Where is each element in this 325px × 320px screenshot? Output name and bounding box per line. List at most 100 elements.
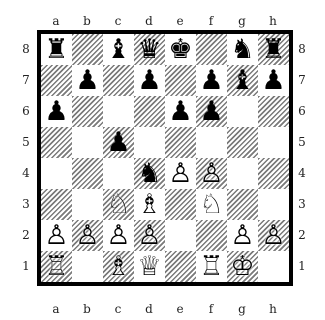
white-pawn-piece[interactable]: ♙ xyxy=(72,220,103,251)
square-g5[interactable] xyxy=(227,127,258,158)
black-rook-piece[interactable]: ♜ xyxy=(41,34,72,65)
white-bishop-piece[interactable]: ♗ xyxy=(103,251,134,282)
square-e1[interactable] xyxy=(165,251,196,282)
black-pawn-piece[interactable]: ♟ xyxy=(103,127,134,158)
square-a4[interactable] xyxy=(41,158,72,189)
square-h8[interactable]: ♜ xyxy=(258,34,289,65)
square-d4[interactable]: ♞ xyxy=(134,158,165,189)
square-h2[interactable]: ♙ xyxy=(258,220,289,251)
white-pawn-piece[interactable]: ♙ xyxy=(165,158,196,189)
black-king-piece[interactable]: ♚ xyxy=(165,34,196,65)
square-a5[interactable] xyxy=(41,127,72,158)
square-d2[interactable]: ♙ xyxy=(134,220,165,251)
square-f8[interactable] xyxy=(196,34,227,65)
white-knight-piece[interactable]: ♘ xyxy=(103,189,134,220)
white-queen-piece[interactable]: ♕ xyxy=(134,251,165,282)
square-a6[interactable]: ♟ xyxy=(41,96,72,127)
square-f1[interactable]: ♖ xyxy=(196,251,227,282)
white-pawn-piece[interactable]: ♙ xyxy=(196,158,227,189)
black-queen-piece[interactable]: ♛ xyxy=(134,34,165,65)
square-g4[interactable] xyxy=(227,158,258,189)
square-f2[interactable] xyxy=(196,220,227,251)
black-pawn-piece[interactable]: ♟ xyxy=(258,65,289,96)
white-pawn-piece[interactable]: ♙ xyxy=(227,220,258,251)
square-h6[interactable] xyxy=(258,96,289,127)
square-a7[interactable] xyxy=(41,65,72,96)
square-c2[interactable]: ♙ xyxy=(103,220,134,251)
black-pawn-piece[interactable]: ♟ xyxy=(165,96,196,127)
square-c3[interactable]: ♘ xyxy=(103,189,134,220)
square-g6[interactable] xyxy=(227,96,258,127)
file-label-h-top: h xyxy=(258,14,288,28)
square-c1[interactable]: ♗ xyxy=(103,251,134,282)
square-b5[interactable] xyxy=(72,127,103,158)
black-rook-piece[interactable]: ♜ xyxy=(258,34,289,65)
white-rook-piece[interactable]: ♖ xyxy=(41,251,72,282)
square-d1[interactable]: ♕ xyxy=(134,251,165,282)
square-d6[interactable] xyxy=(134,96,165,127)
square-g2[interactable]: ♙ xyxy=(227,220,258,251)
square-g8[interactable]: ♞ xyxy=(227,34,258,65)
file-label-g-bottom: g xyxy=(227,302,257,316)
square-a2[interactable]: ♙ xyxy=(41,220,72,251)
square-b2[interactable]: ♙ xyxy=(72,220,103,251)
square-h4[interactable] xyxy=(258,158,289,189)
square-b7[interactable]: ♟ xyxy=(72,65,103,96)
black-bishop-piece[interactable]: ♝ xyxy=(103,34,134,65)
white-pawn-piece[interactable]: ♙ xyxy=(258,220,289,251)
black-pawn-piece[interactable]: ♟ xyxy=(196,96,227,127)
white-pawn-piece[interactable]: ♙ xyxy=(41,220,72,251)
white-rook-piece[interactable]: ♖ xyxy=(196,251,227,282)
black-pawn-piece[interactable]: ♟ xyxy=(41,96,72,127)
square-a8[interactable]: ♜ xyxy=(41,34,72,65)
white-king-piece[interactable]: ♔ xyxy=(227,251,258,282)
black-bishop-piece[interactable]: ♝ xyxy=(227,65,258,96)
square-e3[interactable] xyxy=(165,189,196,220)
black-knight-piece[interactable]: ♞ xyxy=(227,34,258,65)
square-h1[interactable] xyxy=(258,251,289,282)
square-f5[interactable] xyxy=(196,127,227,158)
square-d7[interactable]: ♟ xyxy=(134,65,165,96)
square-f7[interactable]: ♟ xyxy=(196,65,227,96)
square-b3[interactable] xyxy=(72,189,103,220)
square-e2[interactable] xyxy=(165,220,196,251)
square-d5[interactable] xyxy=(134,127,165,158)
square-f3[interactable]: ♘ xyxy=(196,189,227,220)
square-b4[interactable] xyxy=(72,158,103,189)
white-bishop-piece[interactable]: ♗ xyxy=(134,189,165,220)
square-d3[interactable]: ♗ xyxy=(134,189,165,220)
square-h7[interactable]: ♟ xyxy=(258,65,289,96)
square-c6[interactable] xyxy=(103,96,134,127)
square-b1[interactable] xyxy=(72,251,103,282)
square-a3[interactable] xyxy=(41,189,72,220)
square-h5[interactable] xyxy=(258,127,289,158)
black-pawn-piece[interactable]: ♟ xyxy=(196,65,227,96)
square-f6[interactable]: ♟ xyxy=(196,96,227,127)
square-e4[interactable]: ♙ xyxy=(165,158,196,189)
white-knight-piece[interactable]: ♘ xyxy=(196,189,227,220)
square-c7[interactable] xyxy=(103,65,134,96)
white-pawn-piece[interactable]: ♙ xyxy=(103,220,134,251)
square-c8[interactable]: ♝ xyxy=(103,34,134,65)
square-h3[interactable] xyxy=(258,189,289,220)
file-label-d-bottom: d xyxy=(134,302,164,316)
square-c4[interactable] xyxy=(103,158,134,189)
square-g7[interactable]: ♝ xyxy=(227,65,258,96)
file-label-b-bottom: b xyxy=(72,302,102,316)
black-pawn-piece[interactable]: ♟ xyxy=(134,65,165,96)
square-e6[interactable]: ♟ xyxy=(165,96,196,127)
square-e7[interactable] xyxy=(165,65,196,96)
square-g3[interactable] xyxy=(227,189,258,220)
square-a1[interactable]: ♖ xyxy=(41,251,72,282)
square-c5[interactable]: ♟ xyxy=(103,127,134,158)
black-knight-piece[interactable]: ♞ xyxy=(134,158,165,189)
white-pawn-piece[interactable]: ♙ xyxy=(134,220,165,251)
square-d8[interactable]: ♛ xyxy=(134,34,165,65)
square-b8[interactable] xyxy=(72,34,103,65)
square-e8[interactable]: ♚ xyxy=(165,34,196,65)
black-pawn-piece[interactable]: ♟ xyxy=(72,65,103,96)
square-b6[interactable] xyxy=(72,96,103,127)
square-e5[interactable] xyxy=(165,127,196,158)
square-f4[interactable]: ♙ xyxy=(196,158,227,189)
square-g1[interactable]: ♔ xyxy=(227,251,258,282)
